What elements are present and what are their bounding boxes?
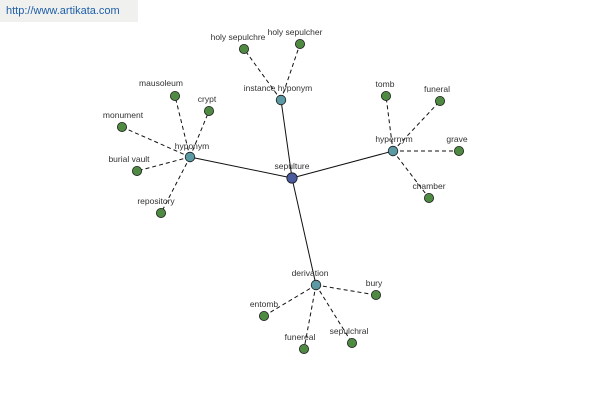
edge-sepulture-derivation: [291, 177, 317, 286]
node-funeral-dot[interactable]: [434, 96, 445, 107]
node-entomb[interactable]: entomb: [250, 299, 279, 321]
edge-derivation-bury: [315, 284, 377, 296]
node-tomb-label: tomb: [376, 79, 395, 89]
node-funereal-label: funereal: [285, 332, 316, 342]
node-instance-hyponym-dot[interactable]: [275, 94, 287, 106]
node-sepulchral[interactable]: sepulchral: [330, 326, 369, 348]
node-monument-dot[interactable]: [117, 122, 128, 133]
nodes: mausoleum crypt monument burial vault reposi…: [103, 27, 468, 354]
edge-hyponym-crypt: [189, 110, 210, 158]
node-holy-sepulcher-dot[interactable]: [294, 39, 305, 50]
node-chamber-label: chamber: [412, 181, 445, 191]
node-holy-sepulchre[interactable]: holy sepulchre: [211, 32, 266, 55]
node-crypt-label: crypt: [198, 94, 217, 104]
node-crypt-dot[interactable]: [203, 106, 214, 117]
node-derivation-dot[interactable]: [310, 279, 322, 291]
edge-sepulture-hyponym: [189, 156, 293, 179]
node-hyponym[interactable]: hyponym: [175, 141, 210, 163]
edge-instance-hyponym-holy-sepulchre: [243, 48, 282, 101]
node-burial-vault[interactable]: burial vault: [108, 154, 150, 176]
edge-hyponym-repository: [160, 156, 191, 214]
node-tomb[interactable]: tomb: [376, 79, 395, 102]
node-hypernym[interactable]: hypernym: [375, 134, 413, 157]
node-entomb-label: entomb: [250, 299, 279, 309]
node-instance-hyponym-label: instance hyponym: [244, 83, 313, 93]
node-hypernym-label: hypernym: [375, 134, 412, 144]
edges: [121, 43, 459, 350]
node-hyponym-dot[interactable]: [184, 151, 196, 163]
node-monument[interactable]: monument: [103, 110, 144, 133]
node-derivation[interactable]: derivation: [292, 268, 329, 291]
node-bury-label: bury: [366, 278, 383, 288]
node-bury[interactable]: bury: [366, 278, 383, 300]
node-mausoleum-label: mausoleum: [139, 78, 183, 88]
node-grave[interactable]: grave: [446, 134, 468, 156]
edge-hypernym-chamber: [392, 150, 430, 199]
node-instance-hyponym[interactable]: instance hyponym: [244, 83, 313, 106]
node-grave-dot[interactable]: [453, 145, 464, 156]
node-sepulchral-label: sepulchral: [330, 326, 369, 336]
node-burial-vault-label: burial vault: [108, 154, 150, 164]
node-tomb-dot[interactable]: [380, 91, 391, 102]
node-mausoleum-dot[interactable]: [169, 91, 180, 102]
node-derivation-label: derivation: [292, 268, 329, 278]
edge-sepulture-instance-hyponym: [280, 99, 293, 179]
edge-hyponym-monument: [121, 126, 191, 158]
node-sepulchral-dot[interactable]: [346, 337, 357, 348]
node-holy-sepulchre-label: holy sepulchre: [211, 32, 266, 42]
node-hyponym-label: hyponym: [175, 141, 210, 151]
edge-instance-hyponym-holy-sepulcher: [280, 43, 301, 101]
node-repository[interactable]: repository: [137, 196, 175, 218]
node-holy-sepulcher-label: holy sepulcher: [268, 27, 323, 37]
node-entomb-dot[interactable]: [258, 310, 269, 321]
node-holy-sepulchre-dot[interactable]: [238, 44, 249, 55]
edge-derivation-sepulchral: [315, 284, 353, 344]
node-funereal-dot[interactable]: [298, 343, 309, 354]
node-hypernym-dot[interactable]: [387, 145, 399, 157]
node-chamber-dot[interactable]: [423, 192, 434, 203]
node-funeral-label: funeral: [424, 84, 450, 94]
node-sepulture[interactable]: sepulture: [275, 161, 310, 184]
edge-hypernym-funeral: [392, 100, 441, 152]
node-sepulture-dot[interactable]: [286, 172, 298, 184]
node-crypt[interactable]: crypt: [198, 94, 217, 117]
edge-derivation-funereal: [303, 284, 317, 350]
site-url-banner[interactable]: http://www.artikata.com: [0, 0, 138, 22]
node-mausoleum[interactable]: mausoleum: [139, 78, 183, 102]
node-funeral[interactable]: funeral: [424, 84, 450, 107]
node-burial-vault-dot[interactable]: [131, 165, 142, 176]
edge-hyponym-mausoleum: [174, 95, 191, 158]
node-repository-dot[interactable]: [155, 207, 166, 218]
node-funereal[interactable]: funereal: [285, 332, 316, 354]
edge-hyponym-burial-vault: [136, 156, 191, 172]
edge-derivation-entomb: [263, 284, 317, 317]
node-grave-label: grave: [446, 134, 468, 144]
node-sepulture-label: sepulture: [275, 161, 310, 171]
edge-hypernym-tomb: [385, 95, 394, 152]
node-holy-sepulcher[interactable]: holy sepulcher: [268, 27, 323, 50]
node-monument-label: monument: [103, 110, 144, 120]
node-chamber[interactable]: chamber: [412, 181, 446, 203]
node-bury-dot[interactable]: [370, 289, 381, 300]
edge-sepulture-hypernym: [291, 150, 394, 179]
node-repository-label: repository: [137, 196, 175, 206]
